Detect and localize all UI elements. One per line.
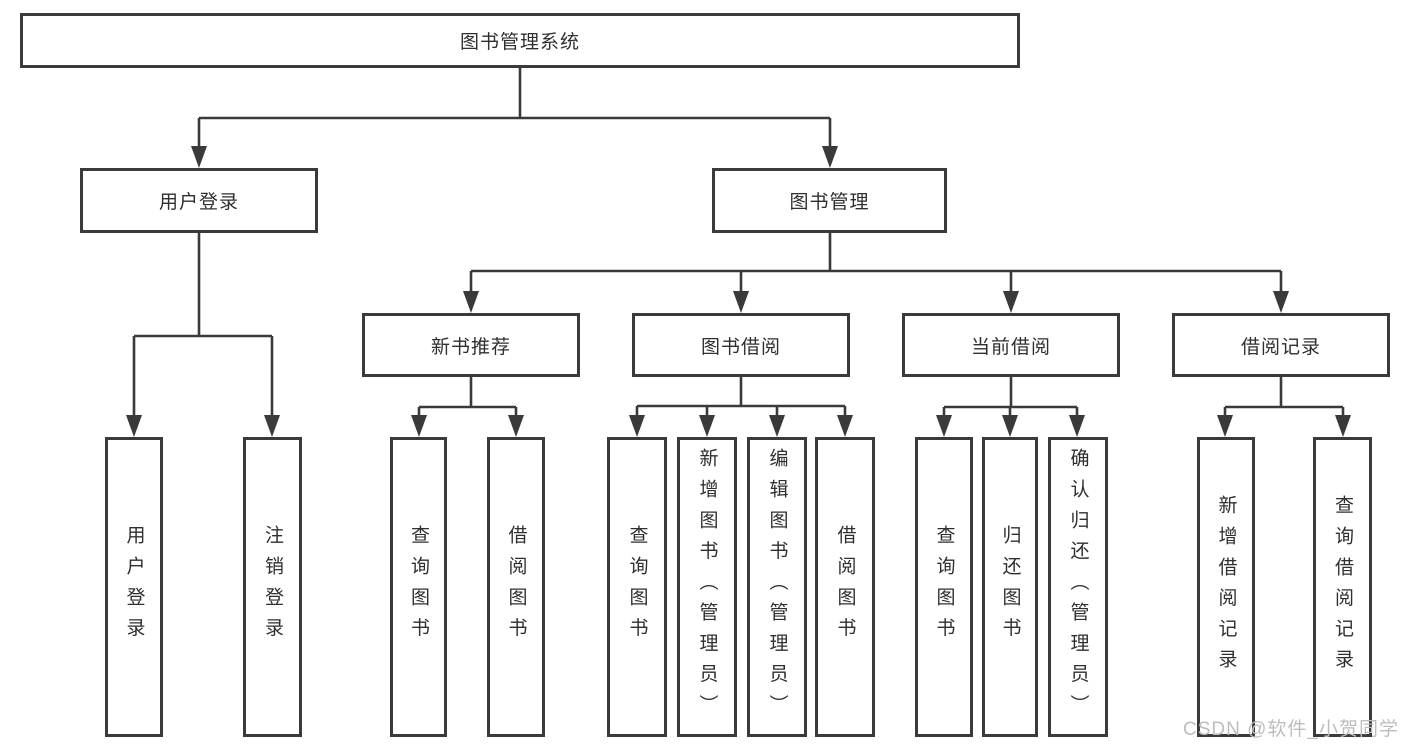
leaf-borrow-borrow-books: 借阅图书	[815, 437, 875, 737]
node-library-system: 图书管理系统	[20, 13, 1020, 68]
leaf-borrow-query-books-label: 查询图书	[626, 525, 648, 649]
node-new-book-recommend-label: 新书推荐	[430, 336, 511, 358]
arrow-current-borrow	[1003, 291, 1019, 313]
leaf-query-borrow-record: 查询借阅记录	[1313, 437, 1372, 737]
leaf-current-query-books-label: 查询图书	[933, 525, 955, 649]
leaf-query-borrow-record-label: 查询借阅记录	[1332, 494, 1353, 680]
node-book-borrow: 图书借阅	[632, 313, 850, 377]
arrow-new-book-recommend	[463, 291, 479, 313]
arrow-borrow-records	[1273, 291, 1289, 313]
leaf-logout: 注销登录	[243, 437, 302, 737]
leaf-borrow-query-books: 查询图书	[607, 437, 667, 737]
arrow-br-add	[1217, 415, 1233, 437]
connector-borrow-records-children	[1223, 377, 1345, 419]
leaf-add-borrow-record: 新增借阅记录	[1197, 437, 1255, 737]
node-user-login: 用户登录	[80, 168, 318, 233]
arrow-book-borrow	[733, 291, 749, 313]
arrow-cb-query	[936, 415, 952, 437]
leaf-return-books: 归还图书	[982, 437, 1038, 737]
node-book-management: 图书管理	[712, 168, 947, 233]
leaf-edit-books-admin-label: 编辑图书（管理员）	[766, 448, 788, 726]
connector-user-login-children	[132, 233, 274, 419]
leaf-newbook-borrow-books: 借阅图书	[487, 437, 545, 737]
node-current-borrow-label: 当前借阅	[970, 336, 1051, 358]
node-borrow-records: 借阅记录	[1172, 313, 1390, 377]
node-current-borrow: 当前借阅	[902, 313, 1120, 377]
leaf-add-borrow-record-label: 新增借阅记录	[1215, 494, 1237, 680]
leaf-confirm-return-admin: 确认归还（管理员）	[1048, 437, 1108, 737]
leaf-confirm-return-admin-label: 确认归还（管理员）	[1067, 448, 1089, 726]
arrow-nb-query	[411, 415, 427, 437]
arrow-br-query	[1335, 415, 1351, 437]
node-user-login-label: 用户登录	[158, 192, 239, 213]
leaf-newbook-query-books-label: 查询图书	[408, 525, 429, 649]
arrow-bb-edit	[769, 415, 785, 437]
leaf-current-query-books: 查询图书	[915, 437, 973, 737]
arrow-bb-borrow	[837, 415, 853, 437]
connector-book-borrow-children	[635, 377, 847, 419]
leaf-newbook-query-books: 查询图书	[390, 437, 447, 737]
arrow-bb-add	[699, 415, 715, 437]
arrow-leaf-user-login	[126, 415, 142, 437]
arrow-user-login	[191, 146, 207, 168]
arrow-bb-query	[629, 415, 645, 437]
connector-current-borrow-children	[942, 377, 1079, 419]
arrow-book-management	[822, 146, 838, 168]
leaf-borrow-borrow-books-label: 借阅图书	[834, 525, 856, 649]
arrow-cb-confirm	[1069, 415, 1085, 437]
connector-book-management-children	[469, 233, 1283, 295]
node-borrow-records-label: 借阅记录	[1240, 336, 1321, 358]
leaf-user-login-label: 用户登录	[123, 525, 145, 649]
node-new-book-recommend: 新书推荐	[362, 313, 580, 377]
leaf-user-login: 用户登录	[105, 437, 163, 737]
node-book-management-label: 图书管理	[789, 192, 870, 213]
arrow-leaf-logout	[264, 415, 280, 437]
leaf-add-books-admin-label: 新增图书（管理员）	[696, 448, 718, 726]
node-book-borrow-label: 图书借阅	[700, 336, 781, 358]
arrow-cb-return	[1002, 415, 1018, 437]
connector-new-book-children	[417, 377, 518, 419]
arrow-nb-borrow	[508, 415, 524, 437]
leaf-return-books-label: 归还图书	[999, 525, 1021, 649]
leaf-logout-label: 注销登录	[262, 525, 283, 649]
leaf-edit-books-admin: 编辑图书（管理员）	[747, 437, 807, 737]
node-library-system-label: 图书管理系统	[459, 32, 580, 53]
leaf-add-books-admin: 新增图书（管理员）	[677, 437, 737, 737]
leaf-newbook-borrow-books-label: 借阅图书	[505, 525, 527, 649]
connector-root-to-level2	[197, 68, 832, 150]
